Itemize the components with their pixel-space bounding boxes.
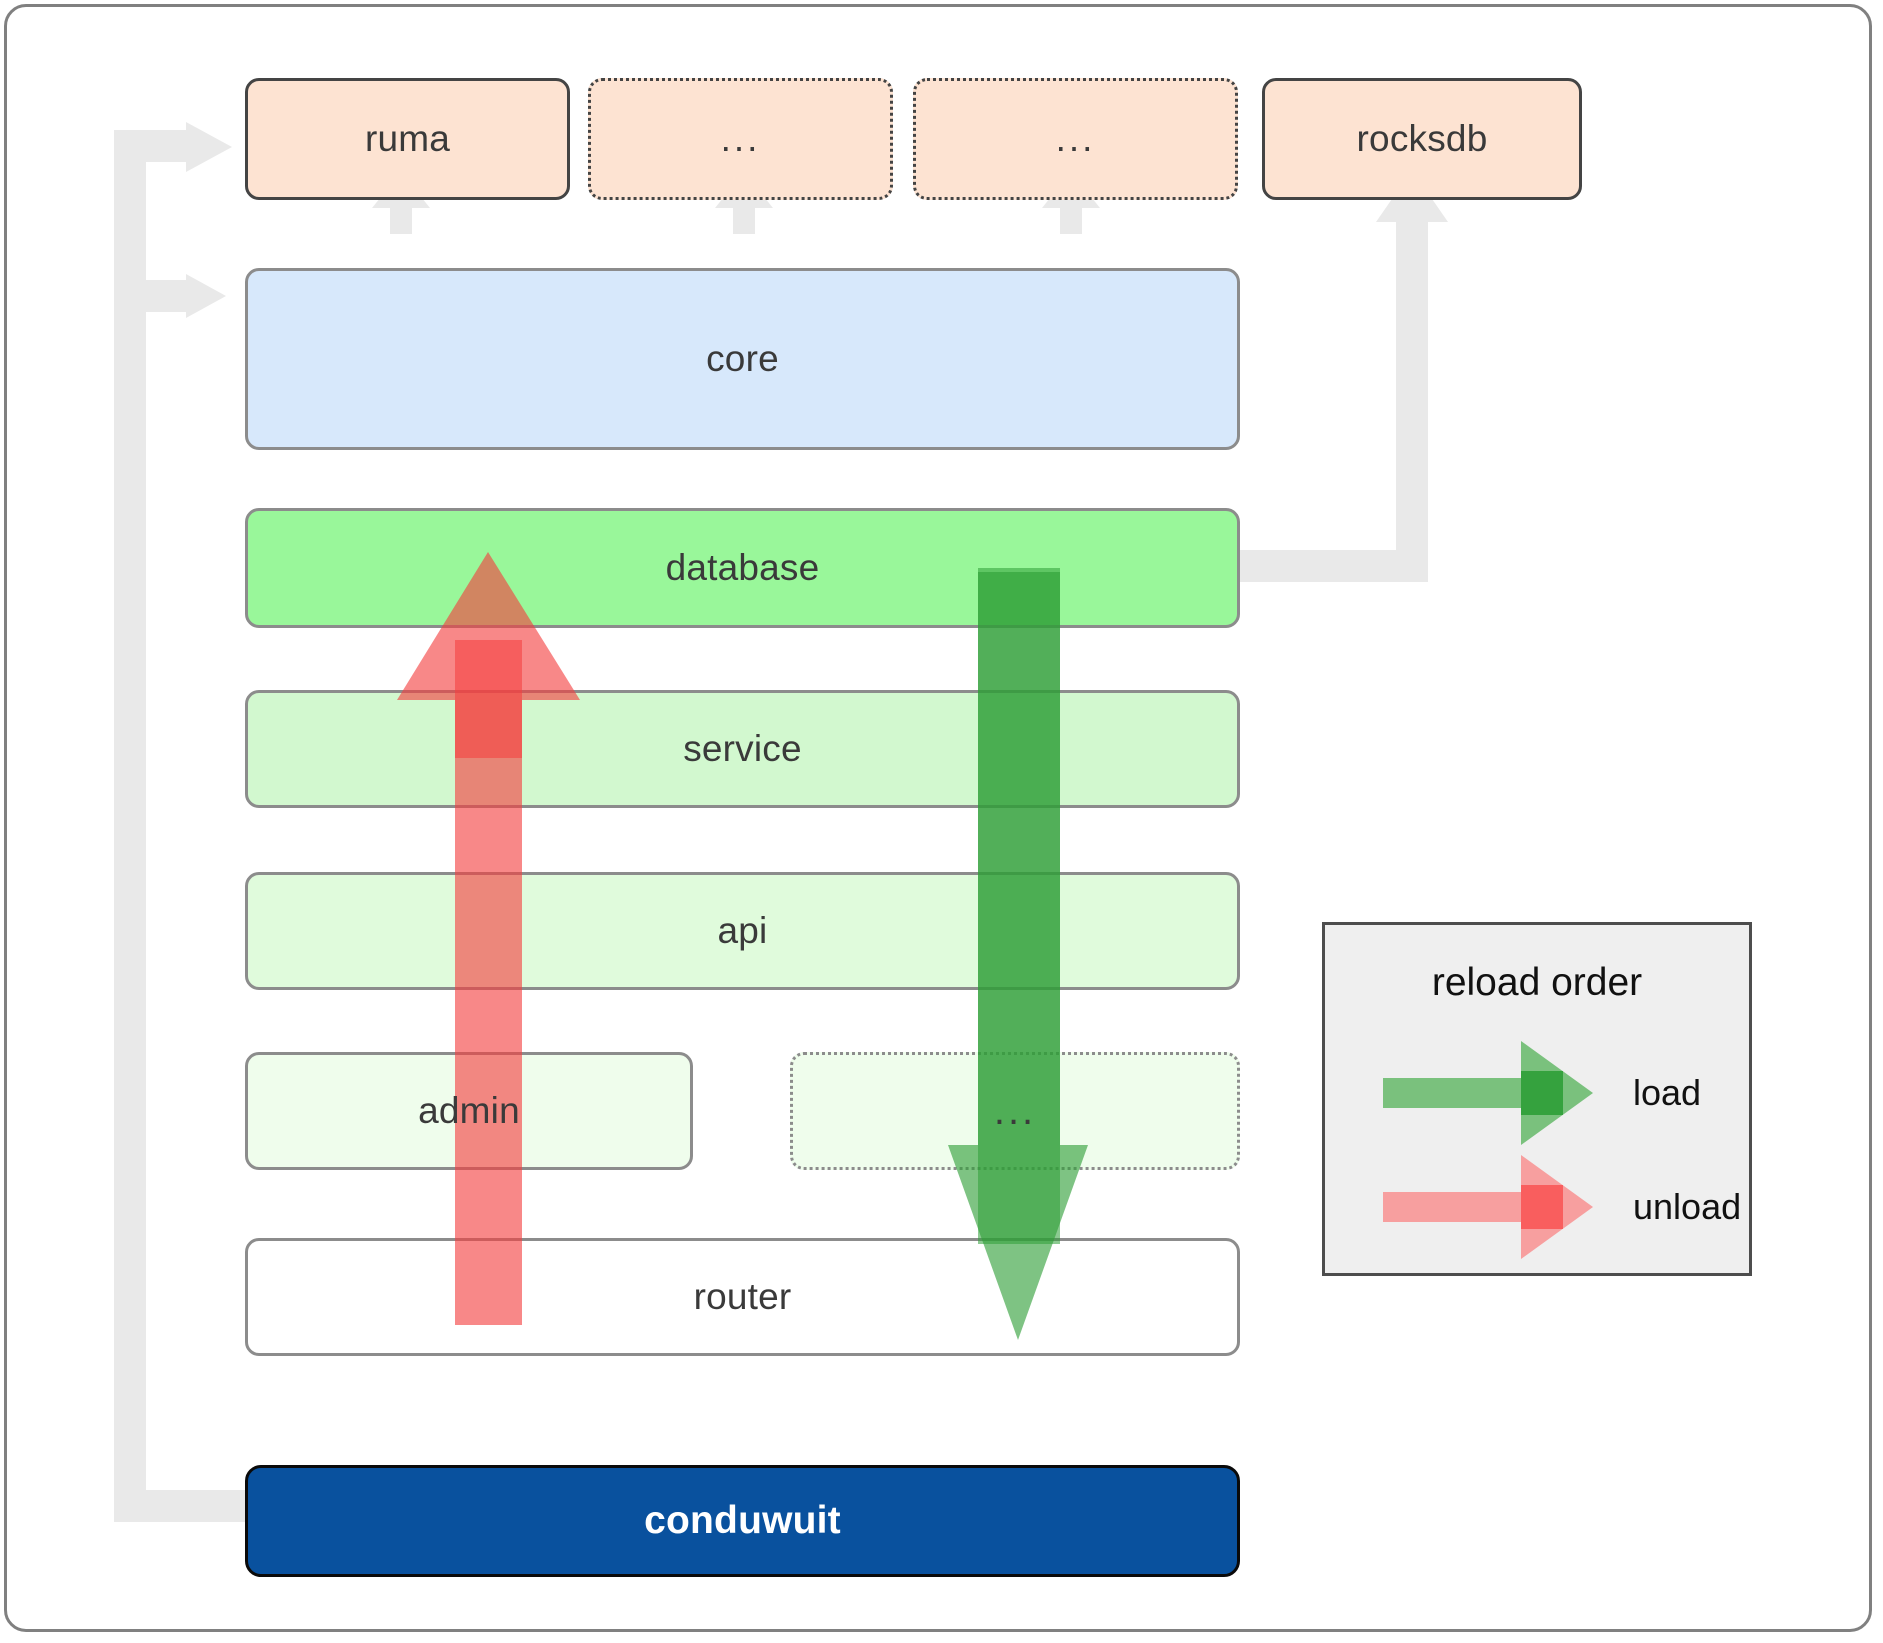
layer-admin-label: admin	[418, 1090, 520, 1131]
layer-service[interactable]: service	[245, 690, 1240, 808]
layer-admin[interactable]: admin	[245, 1052, 693, 1170]
crate-ellipsis-1-label: ...	[720, 117, 761, 159]
layer-router-label: router	[693, 1276, 792, 1317]
app-conduwuit[interactable]: conduwuit	[245, 1465, 1240, 1577]
legend-load-arrow-icon	[1383, 1041, 1593, 1145]
crate-ruma[interactable]: ruma	[245, 78, 570, 200]
legend-load-label: load	[1633, 1072, 1702, 1113]
crate-ruma-label: ruma	[364, 118, 451, 159]
legend-reload-order: reload order load unload	[1322, 922, 1752, 1276]
crate-rocksdb-label: rocksdb	[1356, 118, 1488, 159]
crate-ellipsis-2-label: ...	[1055, 117, 1096, 159]
legend-unload-label: unload	[1633, 1186, 1742, 1227]
legend-title: reload order	[1431, 961, 1643, 1004]
layer-router[interactable]: router	[245, 1238, 1240, 1356]
diagram-outer-frame	[4, 4, 1872, 1632]
app-conduwuit-label: conduwuit	[644, 1499, 841, 1542]
layer-api[interactable]: api	[245, 872, 1240, 990]
legend-row-load: load	[1325, 1041, 1749, 1145]
layer-ellipsis[interactable]: ...	[790, 1052, 1240, 1170]
layer-api-label: api	[717, 910, 768, 951]
crate-ellipsis-1[interactable]: ...	[588, 78, 893, 200]
layer-ellipsis-label: ...	[993, 1089, 1037, 1133]
layer-database[interactable]: database	[245, 508, 1240, 628]
legend-row-unload: unload	[1325, 1155, 1749, 1259]
layer-service-label: service	[683, 728, 802, 769]
legend-unload-arrow-icon	[1383, 1155, 1593, 1259]
layer-core-label: core	[706, 338, 779, 379]
crate-rocksdb[interactable]: rocksdb	[1262, 78, 1582, 200]
layer-database-label: database	[665, 547, 820, 588]
layer-core[interactable]: core	[245, 268, 1240, 450]
crate-ellipsis-2[interactable]: ...	[913, 78, 1238, 200]
